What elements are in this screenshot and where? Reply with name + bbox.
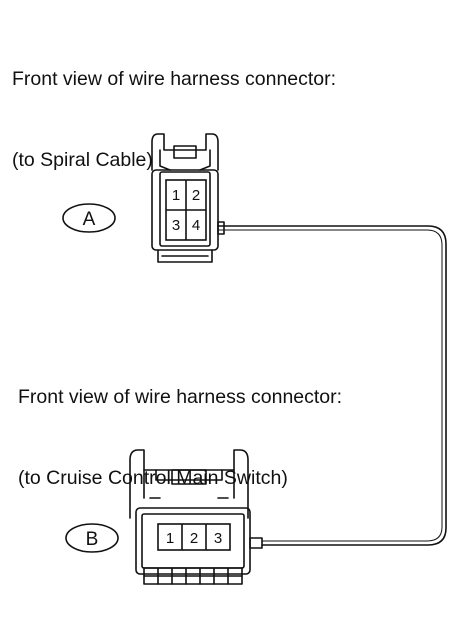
connector-b-pin-2: 2 bbox=[190, 530, 198, 547]
connector-b-pin-1: 1 bbox=[166, 530, 174, 547]
connector-a-label-oval bbox=[62, 203, 116, 233]
connector-b-pin-grid bbox=[157, 523, 231, 551]
harness-wire bbox=[217, 225, 447, 546]
connector-b bbox=[129, 449, 263, 585]
connector-a-pin-grid bbox=[165, 179, 207, 241]
connector-a-caption-line2: (to Spiral Cable) bbox=[12, 149, 153, 171]
connector-b-caption-line1: Front view of wire harness connector: bbox=[18, 386, 343, 408]
connector-b-label-oval bbox=[65, 523, 119, 553]
connector-b-pin-3: 3 bbox=[214, 530, 222, 547]
connector-b-caption: Front view of wire harness connector: (t… bbox=[18, 330, 342, 519]
connector-b-label: B bbox=[86, 529, 99, 550]
connector-a bbox=[151, 133, 225, 263]
connector-a-caption: Front view of wire harness connector: (t… bbox=[12, 12, 336, 201]
connector-b-caption-line2: (to Cruise Control Main Switch) bbox=[18, 467, 288, 489]
connector-a-pin-4: 4 bbox=[192, 217, 200, 234]
connector-a-pin-1: 1 bbox=[172, 187, 180, 204]
harness-wire-inner bbox=[217, 229, 443, 542]
connector-a-label: A bbox=[83, 209, 96, 230]
connector-a-pin-2: 2 bbox=[192, 187, 200, 204]
connector-a-pin-3: 3 bbox=[172, 217, 180, 234]
connector-a-caption-line1: Front view of wire harness connector: bbox=[12, 68, 337, 90]
